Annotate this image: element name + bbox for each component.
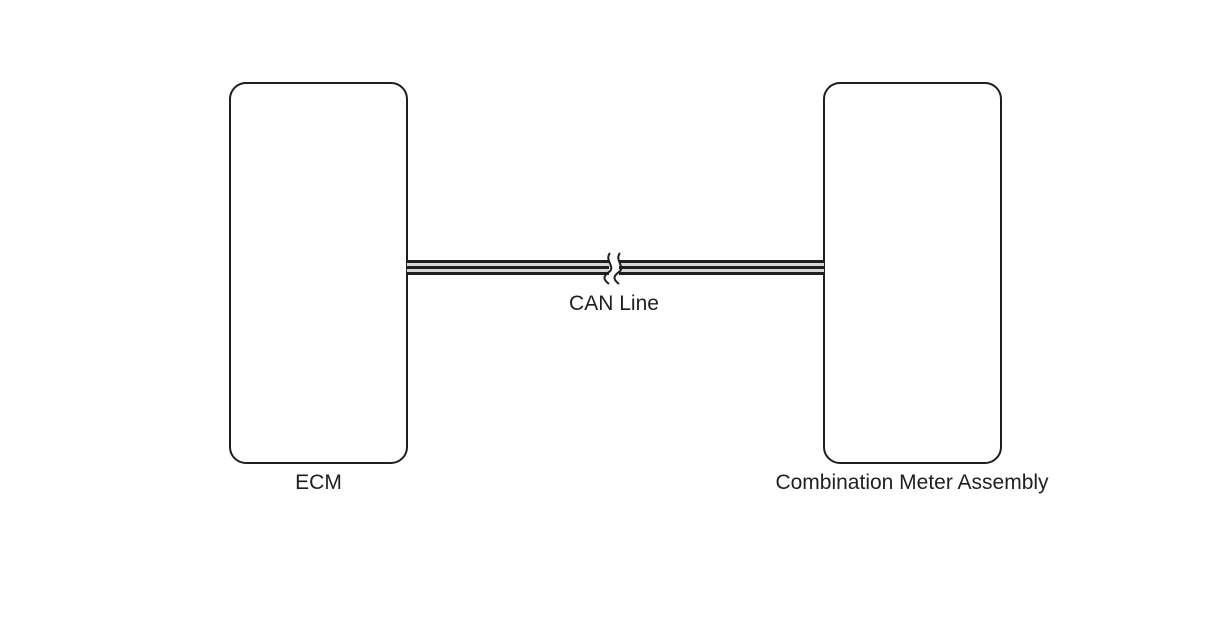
combination-meter-box <box>823 82 1002 464</box>
can-line-label: CAN Line <box>569 292 659 315</box>
can-line-left-segment <box>407 260 609 275</box>
line-break-symbol <box>603 252 623 285</box>
can-line-right-segment <box>619 260 824 275</box>
ecm-label: ECM <box>295 471 342 494</box>
combination-meter-label: Combination Meter Assembly <box>775 471 1049 494</box>
ecm-box <box>229 82 408 464</box>
